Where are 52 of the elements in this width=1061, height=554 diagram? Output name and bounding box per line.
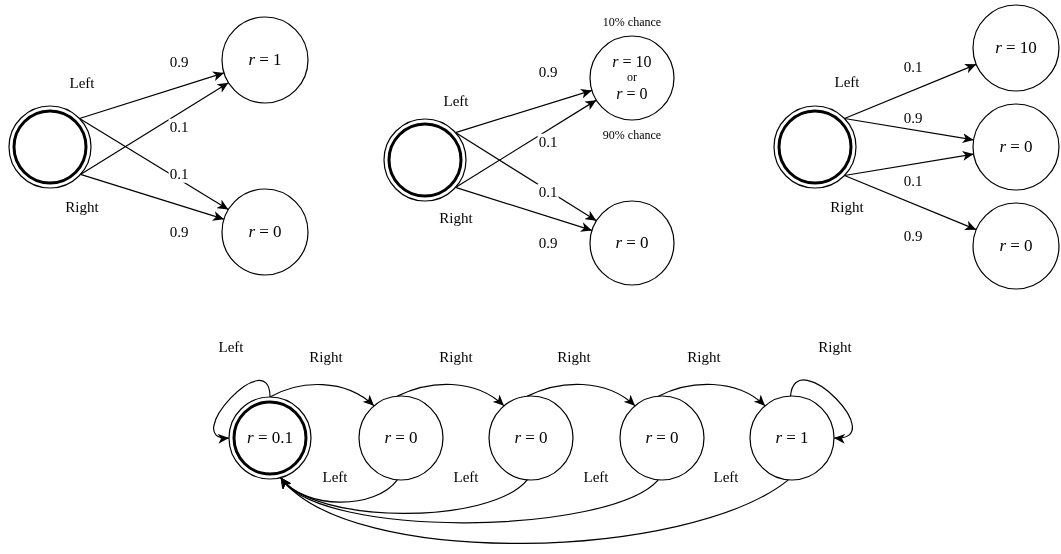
state-reward: r = 0 <box>645 428 679 448</box>
state-reward: r = 10 <box>612 52 652 72</box>
state-reward: r = 0.1 <box>247 428 293 448</box>
start-state-circle <box>382 117 468 203</box>
state-circle <box>618 394 706 482</box>
state-circle <box>971 3 1061 93</box>
state-circle <box>748 394 836 482</box>
state-circle <box>220 15 310 105</box>
action-label: Left <box>443 92 469 110</box>
action-label: Left <box>834 73 860 91</box>
arrow <box>280 477 789 545</box>
action-label: Right <box>439 209 473 227</box>
state-reward: r = 1 <box>775 428 809 448</box>
state-circle <box>487 394 575 482</box>
arrow <box>843 174 977 231</box>
state-reward: r = 0 <box>384 428 418 448</box>
state-reward: r = 10 <box>995 38 1037 58</box>
arrow <box>396 383 505 407</box>
state-reward: r = 0 <box>999 137 1033 157</box>
probability-note: 90% chance <box>602 127 662 143</box>
action-label: Right <box>830 198 864 216</box>
probability-note: 10% chance <box>602 14 662 30</box>
self-loop-arrow <box>213 380 271 442</box>
arrow <box>454 186 593 232</box>
state-reward: or <box>627 71 637 85</box>
start-state-circle <box>227 395 313 481</box>
arrow <box>280 477 659 524</box>
state-reward: r = 0 <box>616 84 648 104</box>
action-label: Right <box>65 198 99 216</box>
state-reward: r = 0 <box>615 233 649 253</box>
arrow <box>843 63 977 120</box>
arrow <box>78 71 225 120</box>
start-state-circle <box>772 104 858 190</box>
state-circle <box>971 102 1061 192</box>
edge-label: 0.1 <box>537 183 559 201</box>
arrow <box>657 383 766 407</box>
arrow <box>454 88 593 134</box>
state-reward: r = 1 <box>248 50 282 70</box>
action-label: Left <box>69 74 95 92</box>
start-state-circle <box>7 104 93 190</box>
state-reward: r = 0 <box>999 236 1033 256</box>
arrow <box>269 384 375 407</box>
state-circle <box>357 394 445 482</box>
state-circle <box>220 187 310 277</box>
state-reward: r = 0 <box>514 428 548 448</box>
state-circle <box>588 199 676 287</box>
arrow <box>526 383 636 407</box>
arrow <box>79 173 225 221</box>
state-circle <box>971 201 1061 291</box>
self-loop-arrow <box>789 379 853 442</box>
state-reward: r = 0 <box>248 222 282 242</box>
state-circle <box>588 34 676 122</box>
